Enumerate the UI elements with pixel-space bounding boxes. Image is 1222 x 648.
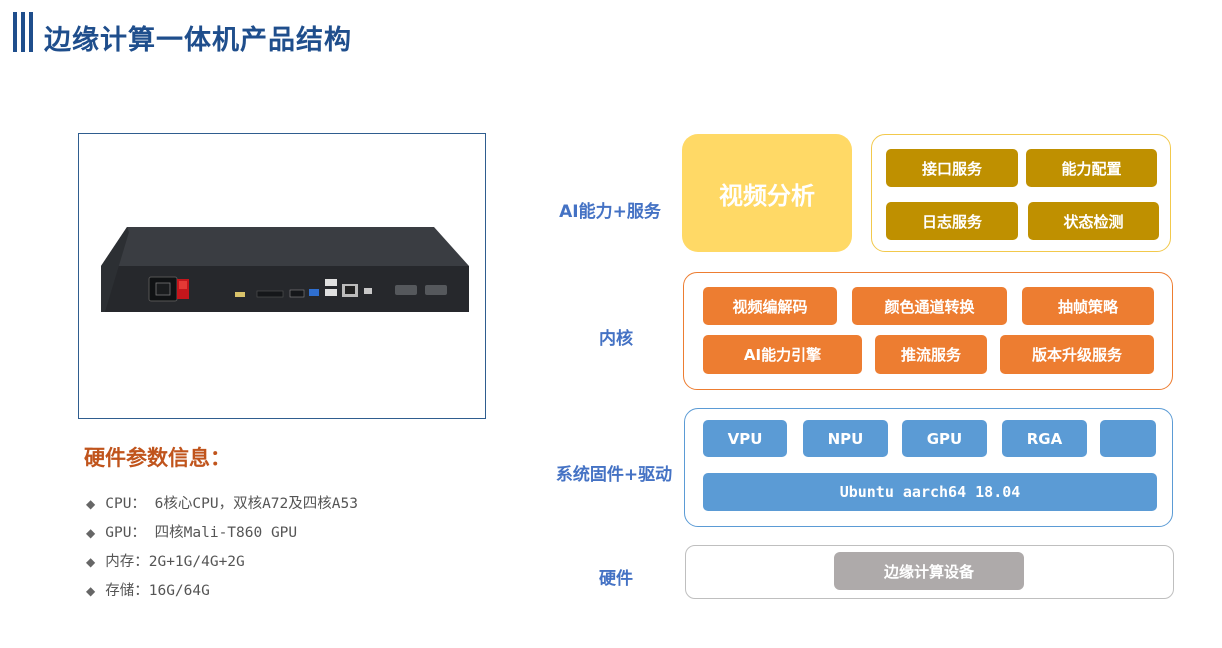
edge-device-image bbox=[79, 134, 485, 418]
status-check-box: 状态检测 bbox=[1028, 202, 1159, 240]
capability-config-box: 能力配置 bbox=[1026, 149, 1157, 187]
log-service-box: 日志服务 bbox=[886, 202, 1018, 240]
layer-label-hardware: 硬件 bbox=[541, 564, 691, 589]
spec-item: ◆CPU： 6核心CPU，双核A72及四核A53 bbox=[86, 492, 358, 521]
os-box: Ubuntu aarch64 18.04 bbox=[703, 473, 1157, 511]
product-photo bbox=[78, 133, 486, 419]
video-codec-box: 视频编解码 bbox=[703, 287, 837, 325]
spec-item: ◆存储：16G/64G bbox=[86, 579, 358, 608]
layer-label-ai-service: AI能力+服务 bbox=[535, 197, 685, 222]
spec-item: ◆GPU： 四核Mali-T860 GPU bbox=[86, 521, 358, 550]
layer-label-kernel: 内核 bbox=[541, 324, 691, 349]
layer-label-firmware: 系统固件+驱动 bbox=[539, 460, 689, 485]
npu-box: NPU bbox=[803, 420, 888, 457]
interface-service-box: 接口服务 bbox=[886, 149, 1018, 187]
frame-strategy-box: 抽帧策略 bbox=[1022, 287, 1154, 325]
edge-device-box: 边缘计算设备 bbox=[834, 552, 1024, 590]
version-upgrade-box: 版本升级服务 bbox=[1000, 335, 1154, 374]
hardware-info-title: 硬件参数信息： bbox=[84, 442, 231, 472]
diamond-bullet-icon: ◆ bbox=[86, 526, 95, 540]
color-channel-box: 颜色通道转换 bbox=[852, 287, 1007, 325]
diamond-bullet-icon: ◆ bbox=[86, 584, 95, 598]
spec-list: ◆CPU： 6核心CPU，双核A72及四核A53 ◆GPU： 四核Mali-T8… bbox=[86, 492, 358, 608]
empty-driver-box bbox=[1100, 420, 1156, 457]
stream-service-box: 推流服务 bbox=[875, 335, 987, 374]
diamond-bullet-icon: ◆ bbox=[86, 497, 95, 511]
rga-box: RGA bbox=[1002, 420, 1087, 457]
page-title: 边缘计算一体机产品结构 bbox=[44, 18, 352, 57]
gpu-box: GPU bbox=[902, 420, 987, 457]
spec-item: ◆内存：2G+1G/4G+2G bbox=[86, 550, 358, 579]
diamond-bullet-icon: ◆ bbox=[86, 555, 95, 569]
video-analysis-box: 视频分析 bbox=[682, 134, 852, 252]
ai-engine-box: AI能力引擎 bbox=[703, 335, 862, 374]
vpu-box: VPU bbox=[703, 420, 787, 457]
